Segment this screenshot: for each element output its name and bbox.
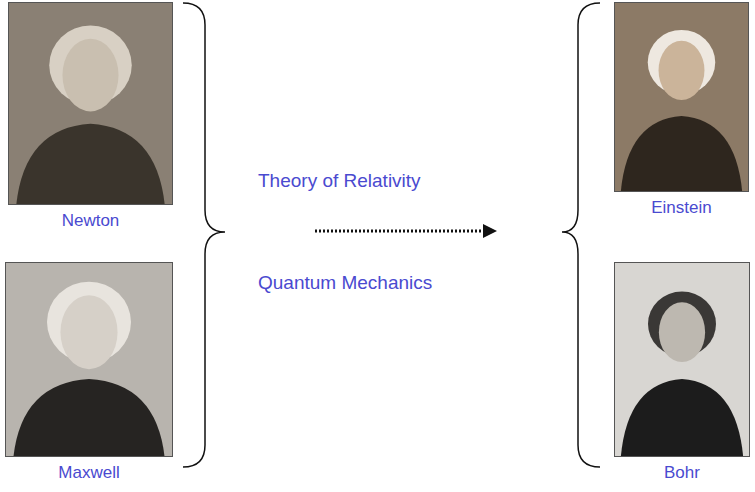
portrait-picture [5, 262, 173, 457]
portrait-node: Einstein [614, 2, 749, 218]
person-name: Newton [8, 211, 173, 231]
person-name: Bohr [614, 463, 750, 483]
person-name: Einstein [614, 198, 749, 218]
person-name: Maxwell [5, 463, 173, 483]
portrait-picture [8, 2, 173, 205]
portrait-ground [614, 262, 750, 457]
left-brace [183, 3, 225, 467]
portrait-body [16, 124, 165, 205]
arrow-head [483, 224, 497, 238]
portrait-ground [8, 2, 173, 205]
portrait-frame [615, 3, 749, 192]
portrait-picture [614, 2, 749, 192]
dotted-arrow-line [315, 230, 484, 233]
portrait-body [13, 379, 164, 457]
right-brace [562, 3, 600, 467]
portrait-body [621, 116, 743, 192]
portrait-node: Bohr [614, 262, 750, 483]
portrait-ground [5, 262, 173, 457]
portrait-face [659, 41, 705, 100]
portrait-body [621, 379, 743, 457]
portrait-frame [615, 263, 750, 457]
theory-label: Theory of Relativity [258, 169, 421, 193]
portrait-face [62, 39, 118, 112]
portrait-face [659, 302, 705, 362]
portrait-frame [9, 3, 173, 205]
theory-label: Quantum Mechanics [258, 271, 432, 295]
portrait-face [60, 295, 117, 369]
portrait-ground [614, 2, 749, 192]
portrait-frame [6, 263, 173, 457]
portrait-picture [614, 262, 750, 457]
portrait-node: Newton [8, 2, 173, 231]
portrait-node: Maxwell [5, 262, 173, 483]
